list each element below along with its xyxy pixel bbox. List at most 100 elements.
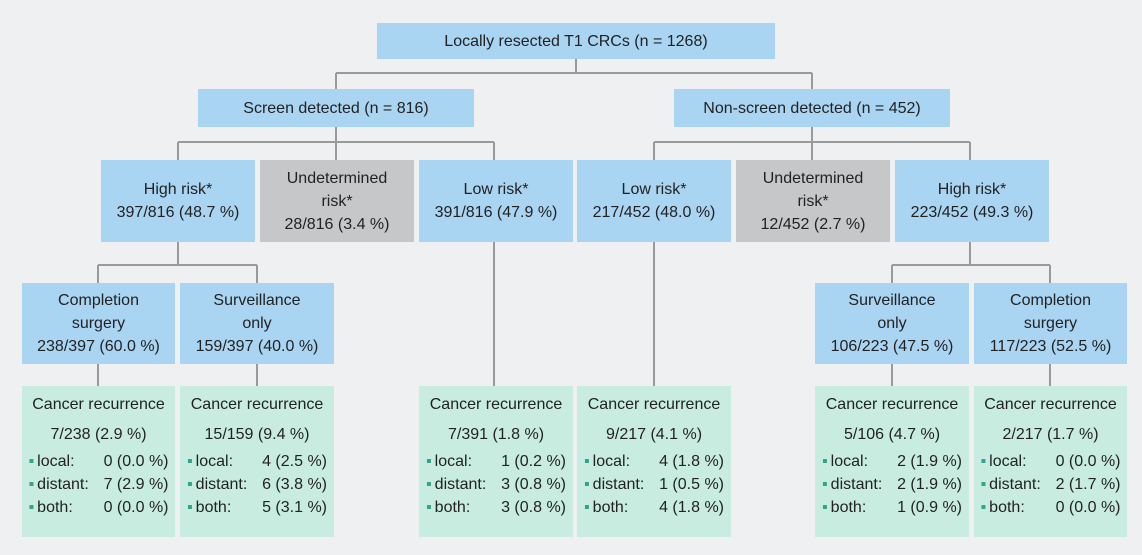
risk-fraction: 217/452 (48.0 %): [592, 204, 716, 221]
risk-label-cont: risk*: [797, 192, 829, 210]
stat-local: local: 4 (2.5 %): [187, 450, 327, 473]
risk-label: High risk*: [143, 181, 213, 198]
stat-label: local:: [29, 450, 74, 473]
stat-label: both:: [981, 496, 1025, 519]
screen-high-risk-node: High risk* 397/816 (48.7 %): [101, 160, 255, 242]
risk-label: Low risk*: [463, 181, 529, 198]
stat-value: 5 (3.1 %): [262, 499, 327, 516]
root-label: Locally resected T1 CRCs (n = 1268): [444, 32, 708, 50]
stat-value: 1 (0.5 %): [659, 476, 724, 493]
stat-value: 2 (1.9 %): [897, 476, 962, 493]
stat-label: both:: [187, 496, 232, 519]
stat-value: 4 (1.8 %): [659, 453, 724, 470]
non-screen-completion-surgery-node: Completion surgery 117/223 (52.5 %): [974, 283, 1127, 364]
screen-detected-label: Screen detected (n = 816): [243, 99, 429, 117]
risk-label: Undetermined: [286, 169, 388, 187]
stat-both: both:1 (0.9 %): [822, 496, 962, 519]
stat-label: distant:: [981, 473, 1041, 496]
stat-label: local:: [187, 450, 233, 473]
stat-distant: distant: 7 (2.9 %): [29, 473, 169, 496]
non-screen-undetermined-risk-node: Undetermined risk* 12/452 (2.7 %): [736, 160, 890, 242]
stat-label: local:: [426, 450, 472, 473]
stat-distant: distant:6 (3.8 %): [187, 473, 327, 496]
screen-low-risk-node: Low risk* 391/816 (47.9 %): [419, 160, 573, 242]
stat-value: 1 (0.2 %): [501, 453, 566, 470]
recurrence-header: Cancer recurrence: [32, 396, 165, 413]
risk-label: Low risk*: [621, 181, 687, 198]
treatment-fraction: 159/397 (40.0 %): [195, 338, 319, 355]
stat-both: both: 5 (3.1 %): [187, 496, 327, 519]
stat-label: distant:: [29, 473, 89, 496]
stat-value: 3 (0.8 %): [501, 499, 566, 516]
screen-completion-surgery-node: Completion surgery 238/397 (60.0 %): [22, 283, 175, 364]
treatment-label: Completion: [1010, 292, 1091, 309]
risk-fraction: 397/816 (48.7 %): [116, 204, 240, 221]
recurrence-node-non-screen-surveillance: Cancer recurrence 5/106 (4.7 %) local: 2 …: [815, 386, 969, 537]
treatment-label-cont: surgery: [1023, 315, 1078, 332]
stat-both: both: 0 (0.0 %): [29, 496, 169, 519]
stat-label: both:: [584, 496, 629, 519]
recurrence-node-screen-surveillance: Cancer recurrence 15/159 (9.4 %) local: 4…: [180, 386, 334, 537]
stat-local: local: 0 (0.0 %): [981, 450, 1121, 473]
recurrence-header: Cancer recurrence: [984, 396, 1117, 413]
stat-label: both:: [426, 496, 471, 519]
recurrence-node-non-screen-low-risk: Cancer recurrence 9/217 (4.1 %) local:4 …: [577, 386, 731, 537]
stat-both: both:4 (1.8 %): [584, 496, 724, 519]
non-screen-detected-node: Non-screen detected (n = 452): [674, 89, 950, 127]
screen-surveillance-only-node: Surveillance only 159/397 (40.0 %): [180, 283, 334, 364]
treatment-label: Surveillance: [848, 292, 936, 309]
stat-label: both:: [29, 496, 73, 519]
risk-label-cont: risk*: [321, 192, 353, 210]
recurrence-header: Cancer recurrence: [190, 396, 324, 413]
stat-label: both:: [822, 496, 867, 519]
recurrence-fraction: 7/391 (1.8 %): [447, 426, 545, 443]
stat-label: distant:: [584, 473, 645, 496]
stat-distant: distant: 2 (1.7 %): [981, 473, 1121, 496]
stat-distant: distant: 1 (0.5 %): [584, 473, 724, 496]
stat-both: both: 3 (0.8 %): [426, 496, 566, 519]
recurrence-node-non-screen-completion: Cancer recurrence 2/217 (1.7 %) local: 0 …: [974, 386, 1127, 537]
stat-label: local:: [981, 450, 1026, 473]
treatment-label-cont: only: [242, 315, 272, 332]
risk-label: Undetermined: [762, 169, 864, 187]
stat-label: local:: [584, 450, 630, 473]
recurrence-header: Cancer recurrence: [825, 396, 959, 413]
recurrence-node-screen-completion: Cancer recurrence 7/238 (2.9 %) local:0 …: [22, 386, 175, 537]
stat-value: 0 (0.0 %): [1055, 453, 1121, 470]
recurrence-fraction: 5/106 (4.7 %): [843, 426, 941, 443]
stat-label: local:: [822, 450, 868, 473]
recurrence-header: Cancer recurrence: [587, 396, 721, 413]
risk-fraction: 223/452 (49.3 %): [910, 204, 1034, 221]
root-node: Locally resected T1 CRCs (n = 1268): [377, 23, 775, 59]
stat-value: 3 (0.8 %): [501, 476, 566, 493]
stat-value: 7 (2.9 %): [103, 476, 169, 493]
stat-value: 2 (1.7 %): [1055, 476, 1121, 493]
non-screen-detected-label: Non-screen detected (n = 452): [703, 99, 921, 117]
stat-local: local: 1 (0.2 %): [426, 450, 566, 473]
recurrence-fraction: 2/217 (1.7 %): [1002, 426, 1099, 443]
treatment-label: Surveillance: [213, 292, 301, 309]
stat-distant: distant: 2 (1.9 %): [822, 473, 962, 496]
stat-distant: distant: 3 (0.8 %): [426, 473, 566, 496]
stat-value: 2 (1.9 %): [897, 453, 962, 470]
screen-detected-node: Screen detected (n = 816): [198, 89, 474, 127]
non-screen-low-risk-node: Low risk* 217/452 (48.0 %): [577, 160, 731, 242]
risk-fraction: 391/816 (47.9 %): [434, 204, 558, 221]
stat-value: 0 (0.0 %): [103, 453, 169, 470]
stat-value: 0 (0.0 %): [103, 499, 169, 516]
stat-label: distant:: [187, 473, 248, 496]
treatment-fraction: 117/223 (52.5 %): [989, 338, 1112, 355]
screen-undetermined-risk-node: Undetermined risk* 28/816 (3.4 %): [260, 160, 414, 242]
treatment-label-cont: surgery: [71, 315, 126, 332]
stat-value: 4 (2.5 %): [262, 453, 327, 470]
treatment-fraction: 238/397 (60.0 %): [37, 338, 160, 355]
treatment-label-cont: only: [877, 315, 907, 332]
stat-label: distant:: [426, 473, 487, 496]
risk-label: High risk*: [937, 181, 1007, 198]
stat-local: local: 4 (1.8 %): [584, 450, 724, 473]
stat-label: distant:: [822, 473, 883, 496]
recurrence-fraction: 15/159 (9.4 %): [204, 426, 310, 443]
recurrence-node-screen-low-risk: Cancer recurrence 7/391 (1.8 %) local:1 …: [419, 386, 573, 537]
